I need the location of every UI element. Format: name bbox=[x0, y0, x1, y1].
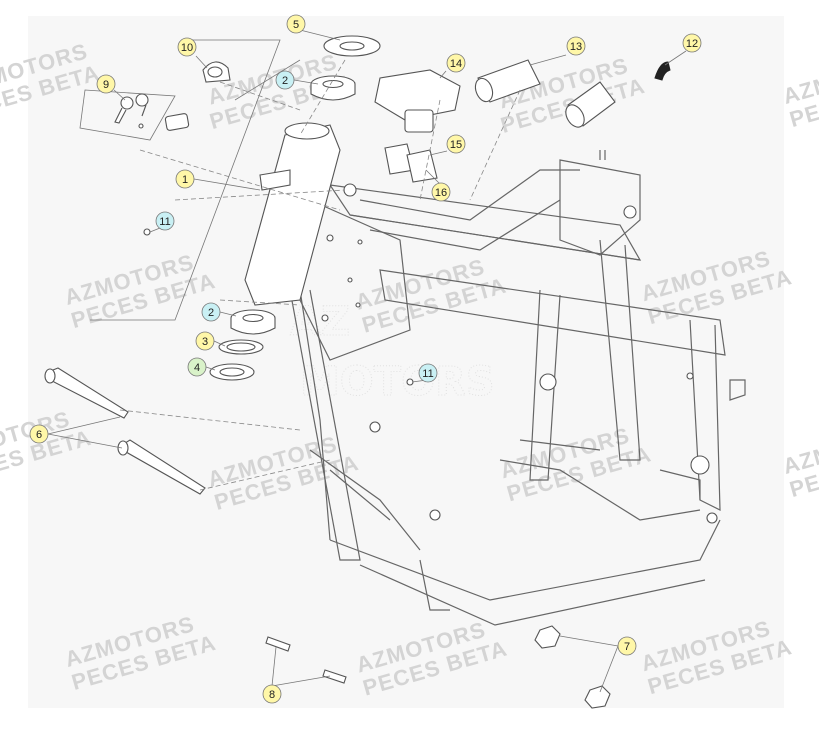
frame-mount-boss bbox=[343, 183, 357, 197]
callout-1[interactable]: 1 bbox=[175, 169, 195, 189]
watermark: AZMOTORS PECES BETA bbox=[780, 418, 819, 502]
logo-text: AZ bbox=[290, 299, 350, 345]
ignition-keys-part-9 bbox=[79, 89, 190, 141]
callout-label: 12 bbox=[686, 38, 698, 50]
callout-2[interactable]: 2 bbox=[275, 70, 295, 90]
callout-6[interactable]: 6 bbox=[29, 424, 49, 444]
watermark: AZMOTORS PECES BETA bbox=[638, 615, 795, 699]
frame-mount-boss bbox=[369, 421, 381, 433]
callout-label: 5 bbox=[293, 19, 299, 31]
callout-label: 9 bbox=[103, 79, 109, 91]
frame-mount-boss bbox=[539, 373, 557, 391]
engine-bolts-part-6 bbox=[44, 367, 206, 495]
rubber-sleeves-part-13 bbox=[474, 59, 616, 128]
assembly-guides bbox=[90, 39, 521, 491]
watermark: AZMOTORS PECES BETA bbox=[496, 53, 648, 138]
rubber-pads-part-15-16 bbox=[384, 143, 438, 183]
callout-13[interactable]: 13 bbox=[566, 36, 586, 56]
clamp-part-10 bbox=[202, 61, 231, 83]
ring-part-3 bbox=[218, 339, 264, 355]
watermark: AZMOTORS PECES BETA bbox=[353, 617, 510, 701]
callout-5[interactable]: 5 bbox=[286, 14, 306, 34]
frame-mount-boss bbox=[429, 509, 441, 521]
callout-label: 2 bbox=[282, 75, 288, 87]
callout-11[interactable]: 11 bbox=[155, 211, 175, 231]
callout-label: 11 bbox=[159, 216, 170, 228]
callouts: 1 2 2 3 4 5 6 7 bbox=[29, 14, 702, 704]
centre-logo: AZ MOTORS bbox=[290, 299, 496, 406]
callout-3[interactable]: 3 bbox=[195, 331, 215, 351]
steering-head-tube bbox=[244, 122, 341, 306]
watermark: AZMOTORS PECES BETA bbox=[638, 245, 795, 329]
watermark: AZMOTORS PECES BETA bbox=[497, 422, 654, 506]
watermark: AZMOTORS PECES BETA bbox=[353, 254, 510, 338]
callout-10[interactable]: 10 bbox=[177, 37, 197, 57]
callout-label: 11 bbox=[422, 368, 433, 380]
pins-part-8 bbox=[265, 636, 347, 684]
frame-mount-boss bbox=[706, 512, 718, 524]
callout-2-lower[interactable]: 2 bbox=[201, 302, 221, 322]
callout-9[interactable]: 9 bbox=[96, 74, 116, 94]
callout-label: 1 bbox=[182, 174, 188, 186]
callout-leaders bbox=[47, 29, 687, 693]
lower-bearing-part-2 bbox=[230, 309, 276, 335]
callout-label: 7 bbox=[624, 641, 630, 653]
frame-mount-boss bbox=[623, 205, 637, 219]
callout-label: 16 bbox=[435, 187, 447, 199]
callout-16[interactable]: 16 bbox=[431, 182, 451, 202]
callout-label: 10 bbox=[181, 42, 193, 54]
callout-label: 13 bbox=[570, 41, 582, 53]
logo-text: MOTORS bbox=[300, 359, 495, 405]
watermark: AZMOTORS PECES BETA bbox=[62, 611, 219, 695]
callout-8[interactable]: 8 bbox=[262, 684, 282, 704]
frame-mount-boss bbox=[690, 455, 710, 475]
frame-mount-boss bbox=[686, 372, 694, 380]
callout-7[interactable]: 7 bbox=[617, 636, 637, 656]
callout-label: 4 bbox=[194, 362, 200, 374]
watermark: AZMOTORS PECES BETA bbox=[780, 48, 819, 132]
callout-12[interactable]: 12 bbox=[682, 33, 702, 53]
steering-seal-part-5 bbox=[323, 35, 381, 57]
callout-label: 14 bbox=[450, 58, 462, 70]
callout-11-center[interactable]: 11 bbox=[418, 363, 438, 383]
watermark: AZMOTORS PECES BETA bbox=[0, 406, 94, 490]
callout-14[interactable]: 14 bbox=[446, 53, 466, 73]
motorcycle-frame bbox=[289, 150, 746, 626]
callout-label: 15 bbox=[450, 139, 462, 151]
callout-4[interactable]: 4 bbox=[187, 357, 207, 377]
nuts-part-7 bbox=[534, 625, 611, 709]
callout-label: 2 bbox=[208, 307, 214, 319]
cable-strap-part-12 bbox=[654, 61, 671, 81]
callout-15[interactable]: 15 bbox=[446, 134, 466, 154]
seal-part-4 bbox=[209, 363, 255, 381]
relay-holder-part-14 bbox=[374, 69, 461, 133]
callout-label: 3 bbox=[202, 336, 208, 348]
callout-label: 8 bbox=[269, 689, 275, 701]
callout-label: 6 bbox=[36, 429, 42, 441]
watermark: AZMOTORS PECES BETA bbox=[0, 38, 102, 125]
upper-bearing-part-2 bbox=[310, 75, 356, 101]
